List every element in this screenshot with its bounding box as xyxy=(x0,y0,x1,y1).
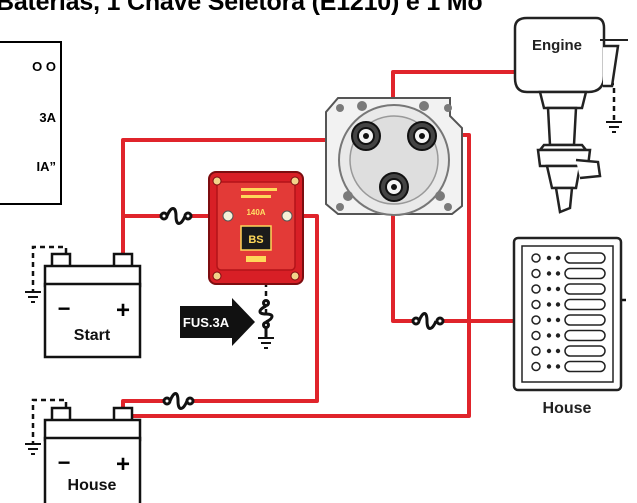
indicator-dot xyxy=(555,255,561,261)
indicator-dot xyxy=(555,271,561,276)
battery-house: − + House xyxy=(43,406,142,503)
indicator-dot xyxy=(546,364,552,369)
ground-wire-start xyxy=(31,245,68,292)
breaker-knob xyxy=(531,253,541,263)
wire-common-to-fuse xyxy=(391,187,414,323)
label-slot xyxy=(564,298,606,311)
ground-icon xyxy=(25,443,41,455)
breaker-knob xyxy=(531,299,541,310)
wire-start-to-switch xyxy=(121,138,358,266)
switch-terminal xyxy=(351,121,381,151)
battery-icon xyxy=(43,282,142,359)
battery-start-label: Start xyxy=(74,327,111,344)
battery-start: − + Start xyxy=(43,252,142,359)
note-line: O O xyxy=(32,59,56,74)
battery-minus: − xyxy=(58,296,71,321)
panel-switch-row xyxy=(531,360,606,373)
indicator-dot xyxy=(555,333,561,338)
panel-rows xyxy=(531,252,606,373)
label-slot xyxy=(564,314,606,326)
indicator-dot xyxy=(555,286,561,292)
battery-plus: + xyxy=(116,297,130,324)
panel-label: House xyxy=(543,400,592,417)
label-slot xyxy=(564,329,606,342)
indicator-dot xyxy=(555,348,561,354)
ground-wire-engine xyxy=(600,82,616,122)
note-line: 3A xyxy=(39,110,56,125)
indicator-dot xyxy=(546,333,552,338)
panel-switch-row xyxy=(531,252,606,264)
panel-switch-row xyxy=(531,298,606,311)
battery-house-label: House xyxy=(68,477,117,494)
breaker-knob xyxy=(531,330,541,341)
indicator-dot xyxy=(546,255,552,261)
label-slot xyxy=(564,345,606,357)
page-title: Baterias, 1 Chave Seletora (E1210) e 1 M… xyxy=(0,0,483,16)
acr-relay: 140A BS xyxy=(208,171,304,285)
switch-panel-icon: House xyxy=(512,236,623,417)
breaker-knob xyxy=(531,315,541,325)
ground-icon xyxy=(606,121,622,133)
indicator-dot xyxy=(546,302,552,307)
fuse-callout-label: FUS.3A xyxy=(183,315,230,330)
breaker-knob xyxy=(531,268,541,279)
panel-switch-row xyxy=(531,283,606,295)
indicator-dot xyxy=(546,286,552,292)
label-slot xyxy=(564,283,606,295)
indicator-dot xyxy=(555,317,561,323)
battery-icon xyxy=(43,436,142,503)
selector-switch-icon xyxy=(325,97,463,216)
breaker-knob xyxy=(531,346,541,356)
indicator-dot xyxy=(546,348,552,354)
label-slot xyxy=(564,360,606,373)
fuse-callout-arrow: FUS.3A xyxy=(180,298,255,346)
inline-fuses xyxy=(159,207,445,410)
fuse-icon xyxy=(258,299,274,329)
ground-icons xyxy=(25,121,622,455)
switch-terminal xyxy=(379,172,409,202)
panel-switch-row xyxy=(531,314,606,326)
indicator-dot xyxy=(555,364,561,369)
switch-terminal xyxy=(407,121,437,151)
label-slot xyxy=(564,252,606,264)
breaker-knob xyxy=(531,361,541,372)
indicator-dot xyxy=(546,271,552,276)
panel-switch-row xyxy=(531,345,606,357)
breaker-knob xyxy=(531,284,541,294)
panel-switch-row xyxy=(531,329,606,342)
acr-brand: BS xyxy=(248,234,263,246)
ground-icon xyxy=(25,291,41,303)
acr-rating: 140A xyxy=(246,208,265,217)
battery-minus: − xyxy=(58,450,71,475)
fuse-icon xyxy=(411,312,445,330)
indicator-dot xyxy=(546,317,552,323)
engine-label: Engine xyxy=(532,37,582,54)
indicator-dot xyxy=(555,302,561,307)
note-line: IA” xyxy=(36,159,57,174)
battery-plus: + xyxy=(116,451,130,478)
fuse-icon xyxy=(159,207,193,225)
note-box: O O 3A IA” xyxy=(0,41,62,205)
panel-switch-row xyxy=(531,267,606,280)
outboard-engine-icon: Engine xyxy=(513,16,628,214)
label-slot xyxy=(564,267,606,280)
fuse-icon xyxy=(162,392,195,410)
ground-icon xyxy=(258,337,274,349)
